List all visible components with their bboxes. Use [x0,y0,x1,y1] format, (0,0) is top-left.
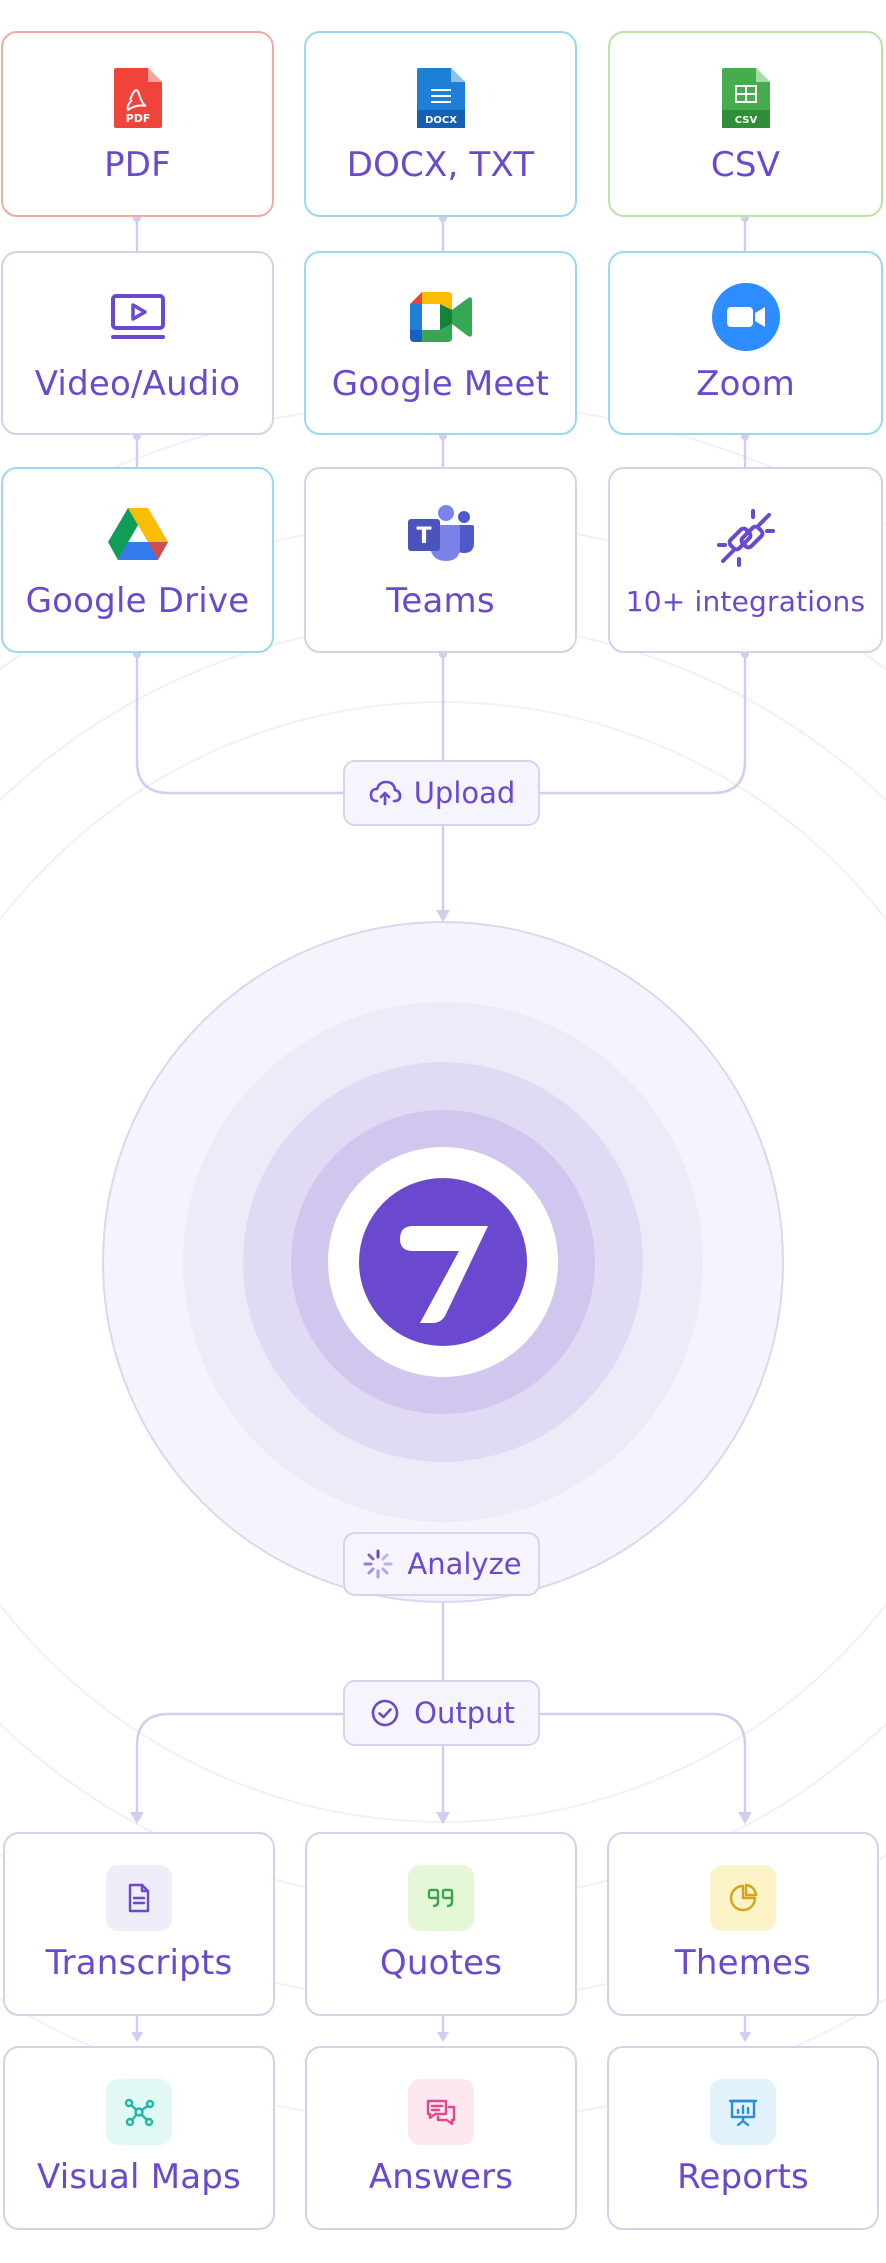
source-label: Teams [386,581,495,621]
output-card-transcripts[interactable]: Transcripts [3,1832,275,2016]
source-label: Zoom [696,364,795,404]
quote-icon [408,1865,474,1931]
source-card-video-audio[interactable]: Video/Audio [1,251,274,435]
csv-file-icon: CSV [711,63,781,133]
output-label: Visual Maps [37,2157,241,2197]
network-map-icon [106,2079,172,2145]
output-label: Output [414,1696,515,1730]
source-label: Google Drive [25,581,250,621]
brand-logo-icon [328,1147,558,1377]
presentation-icon [710,2079,776,2145]
source-label: DOCX, TXT [346,145,535,185]
source-card-zoom[interactable]: Zoom [608,251,883,435]
output-card-quotes[interactable]: Quotes [305,1832,577,2016]
output-label: Quotes [379,1943,503,1983]
source-card-google-meet[interactable]: Google Meet [304,251,577,435]
upload-step: Upload [343,760,540,826]
analyze-label: Analyze [407,1547,522,1581]
output-card-visual-maps[interactable]: Visual Maps [3,2046,275,2230]
source-label: PDF [104,145,171,185]
source-label: Google Meet [331,364,550,404]
source-card-docx-txt[interactable]: DOCX DOCX, TXT [304,31,577,217]
google-drive-icon [103,499,173,569]
svg-text:PDF: PDF [125,112,150,125]
source-card-pdf[interactable]: PDF PDF [1,31,274,217]
analyze-step: Analyze [343,1532,540,1596]
output-card-answers[interactable]: Answers [305,2046,577,2230]
spinner-icon [363,1549,393,1579]
output-label: Transcripts [45,1943,233,1983]
chat-bubbles-icon [408,2079,474,2145]
source-card-teams[interactable]: T Teams [304,467,577,653]
svg-text:CSV: CSV [734,115,757,126]
source-card-integrations[interactable]: 10+ integrations [608,467,883,653]
zoom-icon [711,282,781,352]
output-label: Answers [368,2157,514,2197]
source-label: Video/Audio [34,364,241,404]
document-icon [106,1865,172,1931]
docx-file-icon: DOCX [406,63,476,133]
microsoft-teams-icon: T [406,499,476,569]
video-player-icon [103,282,173,352]
upload-label: Upload [413,776,516,810]
source-card-google-drive[interactable]: Google Drive [1,467,274,653]
source-card-csv[interactable]: CSV CSV [608,31,883,217]
output-step: Output [343,1680,540,1746]
svg-text:T: T [416,524,431,549]
check-circle-icon [371,1699,399,1727]
google-meet-icon [406,282,476,352]
output-card-themes[interactable]: Themes [607,1832,879,2016]
pdf-file-icon: PDF [103,63,173,133]
source-label: CSV [710,145,781,185]
themes-icon [710,1865,776,1931]
output-label: Reports [677,2157,809,2197]
plug-icon [711,503,781,573]
brand-logo [328,1147,558,1377]
svg-text:DOCX: DOCX [425,115,457,126]
source-label: 10+ integrations [625,584,866,618]
output-label: Themes [674,1943,812,1983]
output-card-reports[interactable]: Reports [607,2046,879,2230]
cloud-upload-icon [369,780,401,806]
